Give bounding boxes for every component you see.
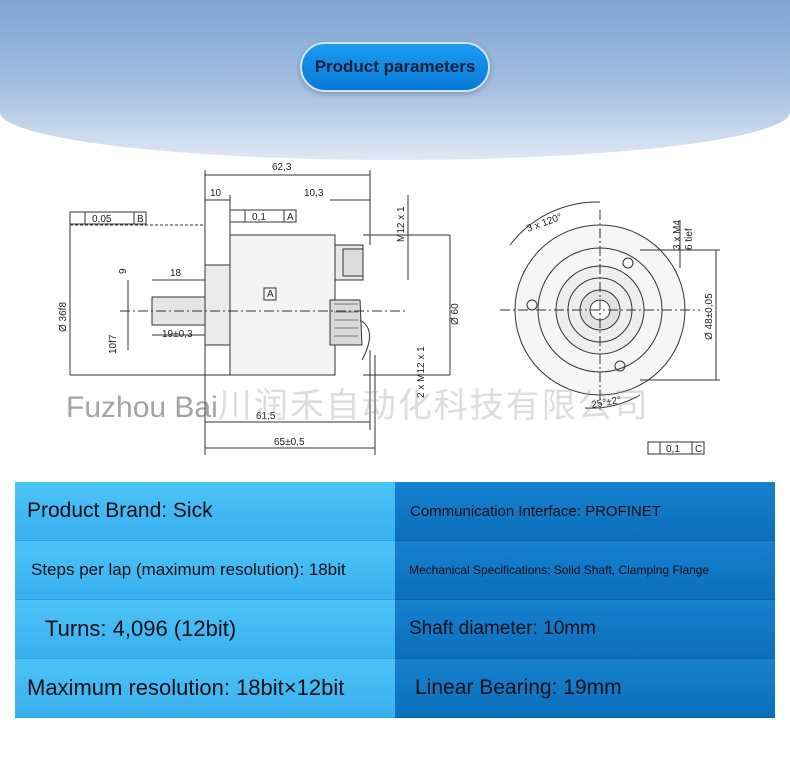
parameters-row: Steps per lap (maximum resolution): 18bi… xyxy=(15,541,775,600)
param-mechanical: Mechanical Specifications: Solid Shaft, … xyxy=(395,541,775,600)
m12-bottom-label: 2 x M12 x 1 xyxy=(416,346,427,398)
m12-top-label: M12 x 1 xyxy=(396,206,407,242)
section-title: Product parameters xyxy=(300,42,490,92)
dim-19: 19±0,3 xyxy=(162,329,193,340)
dim-10-3: 10,3 xyxy=(304,188,324,199)
m4-label: 3 x M4 xyxy=(672,220,683,250)
tolerance-c-value: 0,1 xyxy=(666,444,680,455)
parameters-table: Product Brand: Sick Communication Interf… xyxy=(15,482,775,718)
tolerance-b-ref: B xyxy=(137,214,144,225)
dim-10: 10 xyxy=(210,188,222,199)
parameters-row: Product Brand: Sick Communication Interf… xyxy=(15,482,775,541)
angle-25-label: 25°±2° xyxy=(591,395,623,411)
watermark-chinese: 川润禾自动化科技有限公司 xyxy=(217,387,650,425)
dim-60: Ø 60 xyxy=(450,303,461,325)
tolerance-b-value: 0,05 xyxy=(92,214,112,225)
dim-9: 9 xyxy=(118,268,129,274)
dim-65: 65±0,5 xyxy=(274,437,305,448)
dim-61-5: 61,5 xyxy=(256,411,276,422)
tolerance-c-ref: C xyxy=(695,444,702,455)
dim-18: 18 xyxy=(170,268,182,279)
tolerance-a-ref: A xyxy=(287,212,294,223)
tief-label: 6 tief xyxy=(684,228,695,250)
param-resolution: Maximum resolution: 18bit×12bit xyxy=(15,659,395,718)
param-steps: Steps per lap (maximum resolution): 18bi… xyxy=(15,541,395,600)
dim-36f8: Ø 36f8 xyxy=(58,302,69,332)
dim-48: Ø 48±0,05 xyxy=(704,293,715,340)
datum-a-label: A xyxy=(267,289,274,300)
dim-10f7: 10f7 xyxy=(108,334,119,354)
parameters-row: Turns: 4,096 (12bit) Shaft diameter: 10m… xyxy=(15,600,775,659)
param-turns: Turns: 4,096 (12bit) xyxy=(15,600,395,659)
watermark-latin: Fuzhou Bai xyxy=(66,391,218,424)
parameters-row: Maximum resolution: 18bit×12bit Linear B… xyxy=(15,659,775,718)
param-brand: Product Brand: Sick xyxy=(15,482,395,541)
tolerance-a-value: 0,1 xyxy=(252,212,266,223)
technical-drawing: 62,3 10 10,3 18 19±0,3 61,5 65±0,5 A 0,0… xyxy=(40,150,760,470)
dim-62-3: 62,3 xyxy=(272,162,292,173)
param-shaft: Shaft diameter: 10mm xyxy=(395,600,775,659)
param-bearing: Linear Bearing: 19mm xyxy=(395,659,775,718)
watermark: Fuzhou Bai川润禾自动化科技有限公司 xyxy=(66,378,650,427)
param-interface: Communication Interface: PROFINET xyxy=(395,482,775,541)
